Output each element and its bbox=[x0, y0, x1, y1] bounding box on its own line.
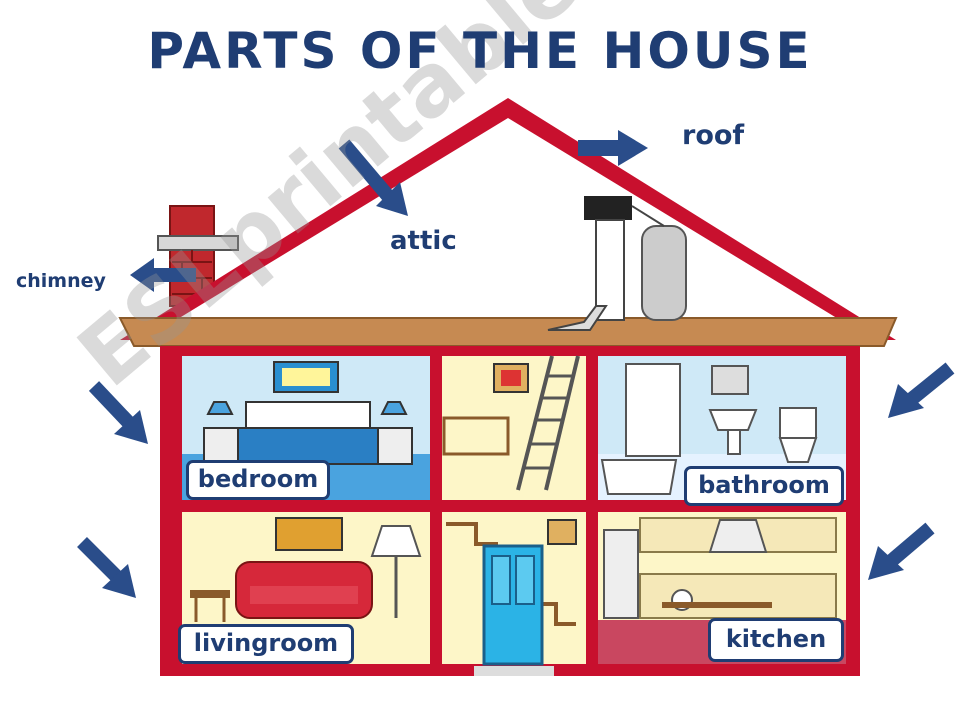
roof bbox=[120, 98, 896, 346]
arrow-to-bedroom bbox=[94, 386, 148, 444]
label-livingroom: livingroom bbox=[178, 624, 354, 664]
label-bathroom: bathroom bbox=[684, 466, 844, 506]
arrow-to-bathroom bbox=[888, 368, 950, 418]
label-roof: roof bbox=[682, 120, 744, 151]
label-bedroom: bedroom bbox=[186, 460, 330, 500]
arrow-to-kitchen bbox=[868, 528, 930, 580]
arrow-to-livingroom bbox=[82, 542, 136, 598]
page-title: PARTS OF THE HOUSE bbox=[0, 22, 960, 80]
label-kitchen: kitchen bbox=[708, 618, 844, 662]
label-chimney: chimney bbox=[16, 270, 106, 292]
label-attic: attic bbox=[390, 226, 457, 256]
